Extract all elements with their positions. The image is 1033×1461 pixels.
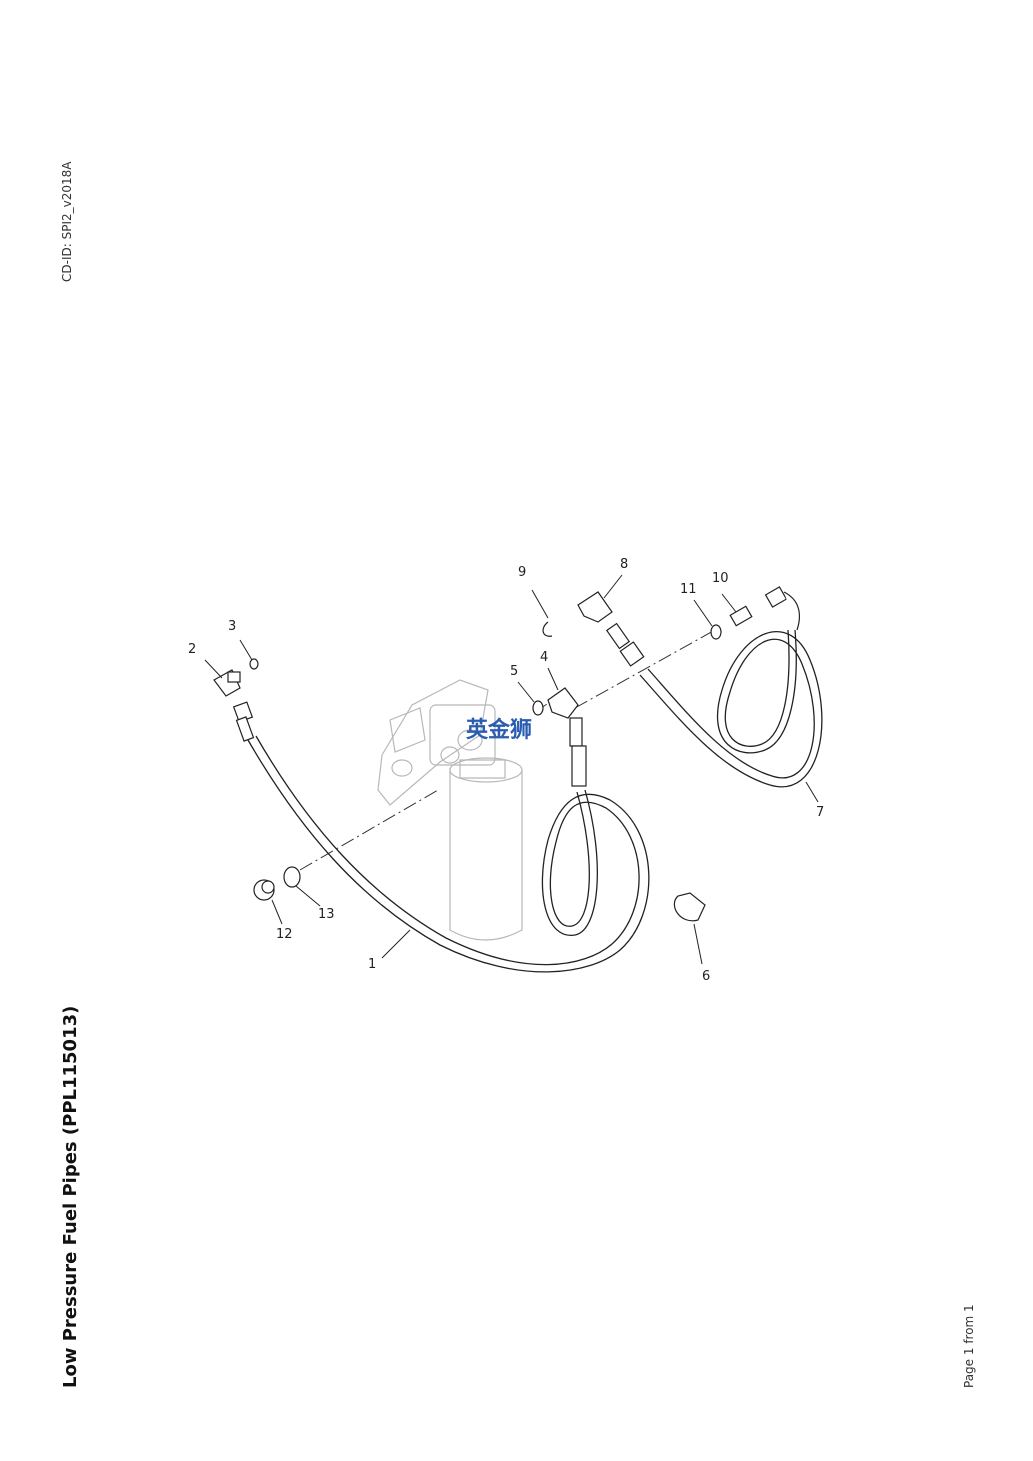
fittings [213,586,800,922]
callout-5: 5 [510,664,518,679]
hose-part-1 [247,735,650,973]
callout-2: 2 [188,642,196,657]
callout-8: 8 [620,557,628,572]
callout-4: 4 [540,650,548,665]
callout-3: 3 [228,619,236,634]
leader-lines [204,574,819,965]
callout-10: 10 [712,571,729,586]
callout-6: 6 [702,969,710,984]
watermark-text: 英金狮 [466,717,532,743]
callout-9: 9 [518,565,526,580]
alignment-lines [299,629,716,871]
callout-labels: 1 2 3 4 5 6 7 8 9 10 11 12 13 [188,557,824,984]
callout-11: 11 [680,582,697,597]
callout-1: 1 [368,957,376,972]
callout-13: 13 [318,907,335,922]
callout-12: 12 [276,927,293,942]
hose-part-7 [639,629,823,788]
callout-7: 7 [816,805,824,820]
fuel-filter-assembly [377,679,523,941]
